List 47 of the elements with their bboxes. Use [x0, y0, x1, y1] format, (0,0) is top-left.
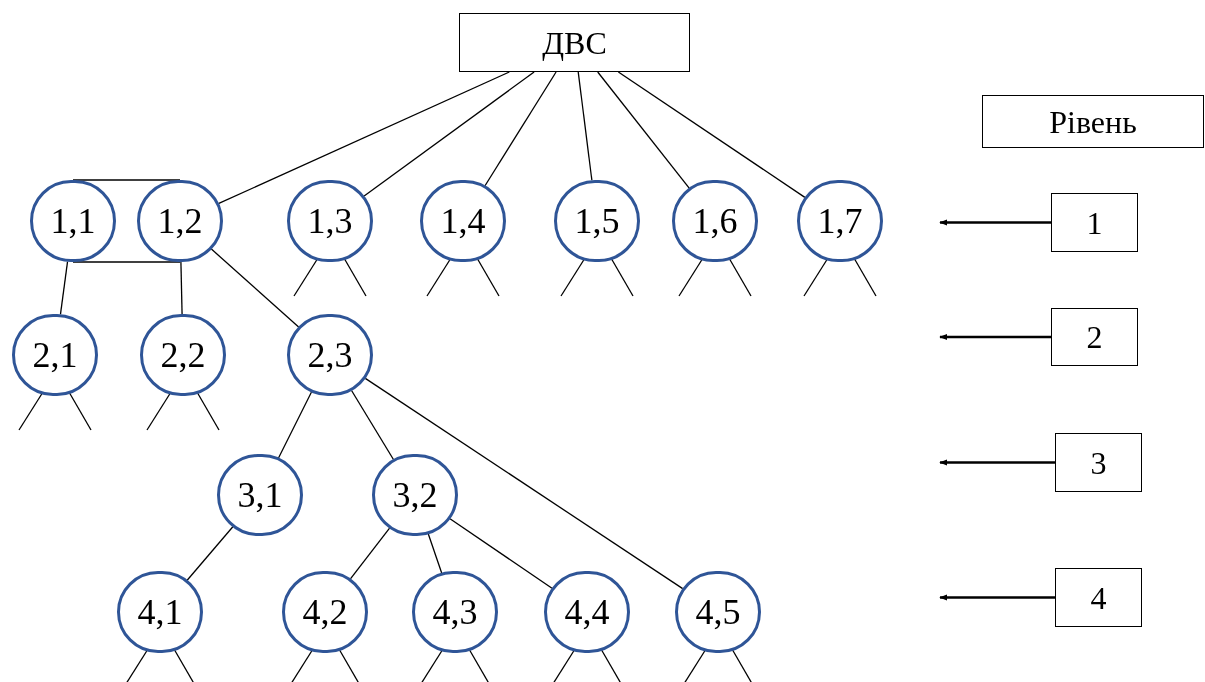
connector-line: [617, 71, 806, 198]
node-label: 1,3: [307, 203, 353, 239]
connector-line: [186, 526, 234, 581]
node-label: 4,3: [432, 594, 478, 630]
node-label: 2,3: [307, 337, 353, 373]
node-label: 3,1: [237, 477, 283, 513]
node-label: 2,2: [160, 337, 206, 373]
node-label: 4,1: [137, 594, 183, 630]
connector-line: [210, 248, 300, 328]
connector-line: [59, 261, 69, 315]
arrow: [939, 594, 1055, 601]
node-label: 1,5: [574, 203, 620, 239]
connector-line: [597, 71, 690, 189]
arrow: [939, 333, 1051, 341]
node-label: 1,2: [157, 203, 203, 239]
connector-line: [349, 527, 391, 580]
node-label: Рівень: [1049, 105, 1137, 138]
label-box: [982, 95, 1204, 148]
label-box: [1055, 433, 1142, 492]
node-label: 4,5: [695, 594, 741, 630]
node-label: 1: [1086, 206, 1103, 239]
connector-line: [484, 71, 557, 187]
node-label: 1,6: [692, 203, 738, 239]
node-label: 1,1: [50, 203, 96, 239]
label-box: [1051, 308, 1138, 366]
node-label: 1,4: [440, 203, 486, 239]
connector-line: [218, 71, 510, 205]
connector-line: [449, 518, 553, 589]
arrow: [939, 459, 1055, 466]
node-label: 2,1: [32, 337, 78, 373]
node-label: 4,2: [302, 594, 348, 630]
connector-line: [364, 377, 684, 590]
node-label: 4: [1090, 581, 1107, 614]
connector-line: [350, 389, 395, 461]
label-box: [459, 13, 690, 72]
node-label: 3: [1090, 446, 1107, 479]
node-label: 2: [1086, 321, 1103, 353]
node-label: 4,4: [564, 594, 610, 630]
label-box: [1051, 193, 1138, 252]
node-label: 3,2: [392, 477, 438, 513]
connector-line: [577, 71, 593, 181]
connector-line: [363, 71, 535, 197]
arrow: [939, 219, 1051, 226]
connector-line: [180, 261, 183, 315]
node-label: ДВС: [542, 26, 607, 59]
node-label: 1,7: [817, 203, 863, 239]
label-box: [1055, 568, 1142, 627]
